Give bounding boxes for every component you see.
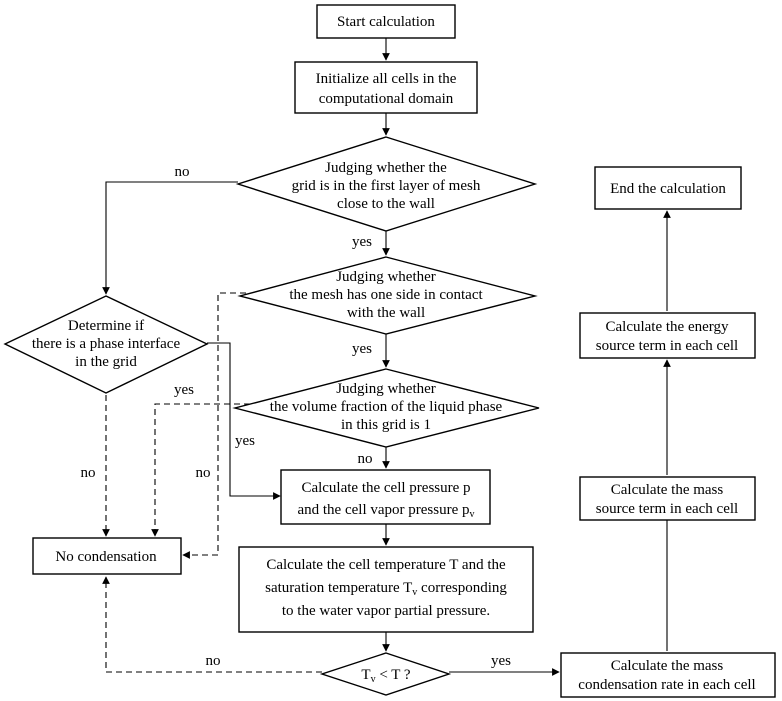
mass-condensation-text-1: Calculate the mass [611,658,724,674]
temperature-text-1: Calculate the cell temperature T and the [266,557,506,573]
end-node: End the calculation [594,166,742,210]
edge-judge1-no [102,181,238,295]
pressure-text-2: and the cell vapor pressure pv [297,502,474,520]
no-condensation-text: No condensation [55,549,157,565]
start-node: Start calculation [316,4,456,39]
mass-source-text-1: Calculate the mass [611,482,724,498]
judge-volume-decision: Judging whether the volume fraction of t… [232,368,540,448]
temperature-text-2: saturation temperature Tv corresponding [265,580,507,598]
judge3-text-2: the volume fraction of the liquid phase [270,399,503,415]
judge2-text-1: Judging whether [336,269,436,285]
edge-interface-yes [207,342,281,500]
mass-condensation-text-2: condensation rate in each cell [578,677,755,693]
no-condensation-node: No condensation [32,537,182,575]
label-contact-yes: yes [352,341,372,357]
end-text: End the calculation [610,181,726,197]
mass-source-text-2: source term in each cell [596,501,738,517]
mass-source-node: Calculate the mass source term in each c… [579,476,756,521]
energy-source-text-2: source term in each cell [596,338,738,354]
judge1-text-1: Judging whether the [325,160,447,176]
energy-source-text-1: Calculate the energy [605,319,729,335]
init-text-2: computational domain [319,91,454,107]
mass-condensation-node: Calculate the mass condensation rate in … [560,652,776,698]
cell-pressure-node: Calculate the cell pressure p and the ce… [280,469,491,525]
label-first-layer-yes: yes [352,234,372,250]
judge2-text-2: the mesh has one side in contact [289,287,483,303]
interface-text-1: Determine if [68,318,144,334]
init-node: Initialize all cells in the computationa… [294,61,478,114]
judge2-text-3: with the wall [347,305,425,321]
judge3-text-3: in this grid is 1 [341,417,431,433]
label-compare-yes: yes [491,653,511,669]
temperature-text-3: to the water vapor partial pressure. [282,603,490,619]
judge1-text-2: grid is in the first layer of mesh [292,178,481,194]
label-compare-no: no [206,653,221,669]
label-contact-no: no [196,465,211,481]
judge-contact-decision: Judging whether the mesh has one side in… [237,256,538,335]
compare-decision: Tv < T ? [319,652,452,696]
label-interface-yes: yes [235,433,255,449]
edge-judge2-no [182,292,286,559]
edge-compare-no [102,576,322,673]
energy-source-node: Calculate the energy source term in each… [579,312,756,359]
label-first-layer-no: no [175,164,190,180]
compare-text: Tv < T ? [361,667,411,685]
phase-interface-decision: Determine if there is a phase interface … [3,295,209,394]
interface-text-2: there is a phase interface [32,336,181,352]
cell-temperature-node: Calculate the cell temperature T and the… [238,546,534,633]
judge-first-layer-decision: Judging whether the grid is in the first… [235,136,538,232]
edge-judge3-yes [151,403,280,537]
label-volume-yes: yes [174,382,194,398]
label-interface-no: no [81,465,96,481]
interface-text-3: in the grid [75,354,137,370]
pressure-text-1: Calculate the cell pressure p [301,480,470,496]
judge1-text-3: close to the wall [337,196,435,212]
edge-labels: no yes yes no yes no yes no yes no [81,164,512,669]
label-volume-no: no [358,451,373,467]
start-text: Start calculation [337,14,435,30]
judge3-text-1: Judging whether [336,381,436,397]
init-text-1: Initialize all cells in the [316,71,457,87]
